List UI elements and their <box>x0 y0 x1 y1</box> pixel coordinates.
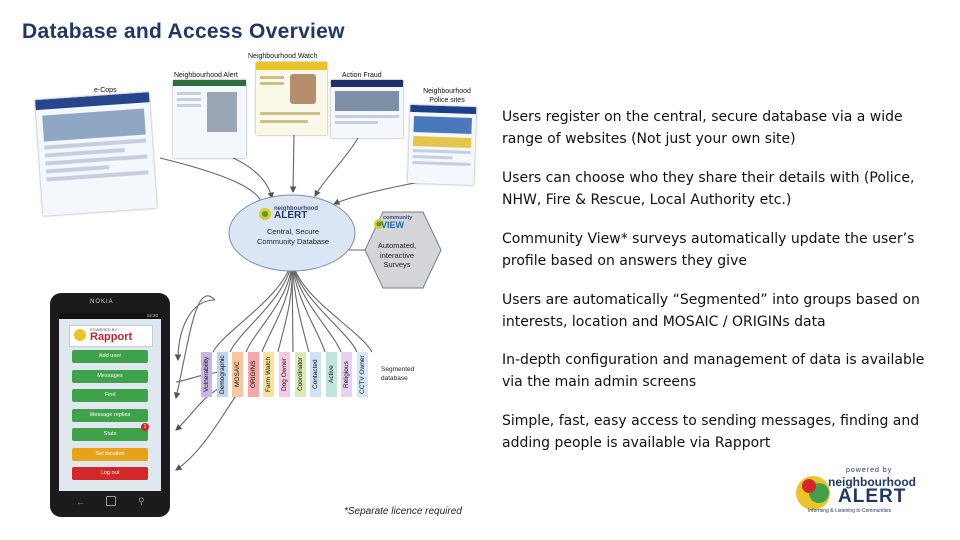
segmented-database-label: Segmented database <box>381 366 415 382</box>
phone-button-add-user[interactable]: Add user <box>72 350 148 363</box>
search-icon[interactable]: ⚲ <box>138 496 145 506</box>
action-fraud-title: Action Fraud <box>342 72 382 79</box>
phone-brand: NOKIA <box>90 299 114 305</box>
brand-logo: powered by neighbourhood ALERT Informing… <box>794 466 934 518</box>
segment-tag: MOSAIC <box>232 352 244 397</box>
police-sites-title: Neighbourhood Police sites <box>423 88 471 104</box>
message-badge: 1 <box>141 423 149 431</box>
rapport-title: Rapport <box>90 331 133 343</box>
phone-button-find[interactable]: Find <box>72 389 148 402</box>
back-icon[interactable]: ← <box>76 497 85 507</box>
community-view-logo-big: VIEW <box>381 220 405 230</box>
segment-tag: Vulnerability <box>201 352 212 397</box>
phone-time: 12:20 <box>59 313 161 319</box>
phone-button-message-replies[interactable]: Message replies <box>72 408 148 422</box>
footnote: *Separate licence required <box>344 506 462 517</box>
brand-tagline: Informing & Listening to Communities <box>808 508 892 514</box>
neighbourhood-alert-title: Neighbourhood Alert <box>174 72 238 79</box>
segment-tag: Dog Owner <box>279 352 290 397</box>
rapport-logo-icon <box>74 329 86 341</box>
segment-tag: Religious <box>341 352 353 397</box>
bullet-4: Users are automatically “Segmented” into… <box>502 292 920 330</box>
brand-powered-by: powered by <box>846 467 893 474</box>
page-title: Database and Access Overview <box>22 20 345 43</box>
neighbourhood-alert-screenshot <box>173 80 246 158</box>
phone-button-set-location[interactable]: Set location <box>72 447 148 461</box>
ecops-title: e-Cops <box>94 87 117 94</box>
brand-word1: neighbourhood <box>828 475 916 489</box>
bullet-3: Community View* surveys automatically up… <box>502 231 915 269</box>
segment-tag: Farm Watch <box>263 352 275 397</box>
bullet-5: In-depth configuration and management of… <box>502 352 925 390</box>
action-fraud-screenshot <box>331 80 403 138</box>
central-database-node <box>228 194 356 272</box>
neighbourhood-watch-screenshot <box>256 62 327 135</box>
brand-logo-emblem <box>796 476 830 510</box>
segment-tag: ORIGINS <box>247 352 259 397</box>
central-logo-small: neighbourhood <box>274 206 318 212</box>
phone-button-stats[interactable]: Stats <box>72 428 148 441</box>
rapport-small: POWERED BY <box>90 327 118 332</box>
segment-tag: CCTV Owner <box>357 352 368 397</box>
home-icon[interactable] <box>106 496 116 506</box>
community-view-label: Automated, interactive Surveys <box>377 241 417 269</box>
phone-button-log-out[interactable]: Log out <box>72 467 148 480</box>
ecops-screenshot <box>35 92 157 216</box>
bullet-1: Users register on the central, secure da… <box>502 109 903 147</box>
bullet-6: Simple, fast, easy access to sending mes… <box>502 413 920 451</box>
segment-tag: Coordinator <box>294 352 306 397</box>
segment-tag: Active <box>325 352 337 397</box>
neighbourhood-watch-title: Neighbourhood Watch <box>248 53 318 60</box>
police-sites-screenshot <box>407 104 477 186</box>
brand-word2: ALERT <box>838 486 907 507</box>
segment-tag: Contacted <box>310 352 322 397</box>
community-view-logo-small: community <box>383 215 413 221</box>
segment-tag: Demographic <box>216 352 228 397</box>
central-database-label: Central, Secure Community Database <box>256 227 330 246</box>
community-view-node <box>364 211 442 289</box>
phone-button-messages[interactable]: Messages <box>72 369 148 383</box>
central-logo-big: ALERT <box>274 210 308 221</box>
bullet-2: Users can choose who they share their de… <box>502 170 915 208</box>
